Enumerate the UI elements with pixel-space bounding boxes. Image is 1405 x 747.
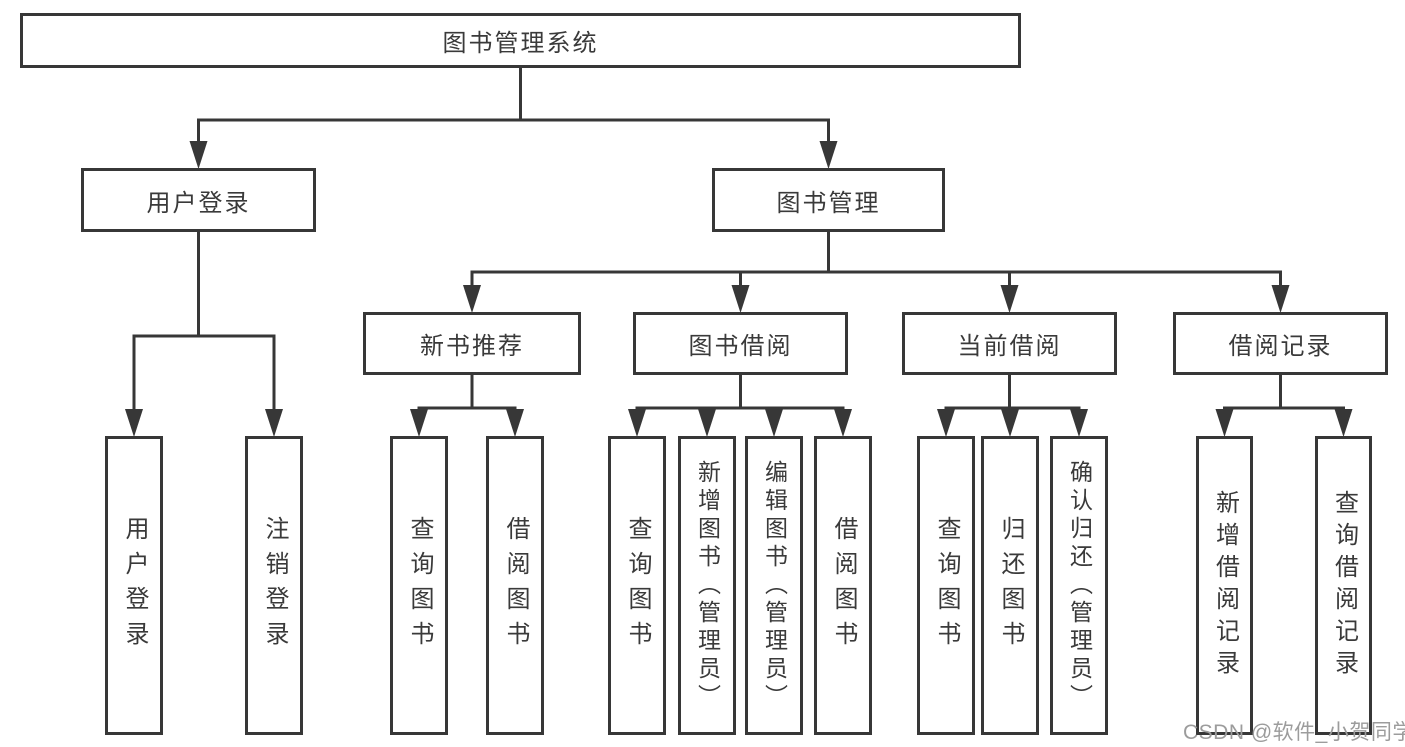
node-new-books: 新书推荐	[363, 312, 581, 375]
node-br-query: 查询借阅记录	[1315, 436, 1372, 735]
node-label-br-query: 查询借阅记录	[1330, 489, 1358, 682]
node-book-borrow: 图书借阅	[633, 312, 848, 375]
node-label-cb-return: 归还图书	[997, 515, 1024, 656]
node-label-br-add: 新增借阅记录	[1211, 489, 1239, 682]
node-ul-login: 用户登录	[105, 436, 163, 735]
node-label-book-mgmt: 图书管理	[776, 189, 881, 217]
node-root: 图书管理系统	[20, 13, 1021, 68]
node-nb-query: 查询图书	[390, 436, 448, 735]
node-label-nb-borrow: 借阅图书	[502, 515, 529, 656]
node-cb-query: 查询图书	[917, 436, 975, 735]
node-label-book-borrow: 图书借阅	[688, 333, 793, 360]
node-label-ul-logout: 注销登录	[261, 515, 288, 656]
node-label-bb-borrow: 借阅图书	[830, 515, 857, 656]
node-label-ul-login: 用户登录	[121, 515, 148, 656]
node-current-borrow: 当前借阅	[902, 312, 1117, 375]
node-br-add: 新增借阅记录	[1196, 436, 1253, 735]
node-cb-return: 归还图书	[981, 436, 1039, 735]
node-bb-query: 查询图书	[608, 436, 666, 735]
node-label-nb-query: 查询图书	[406, 515, 433, 656]
node-label-current-borrow: 当前借阅	[957, 333, 1062, 360]
node-bb-edit: 编辑图书（管理员）	[745, 436, 803, 735]
node-label-cb-query: 查询图书	[933, 515, 960, 656]
node-nb-borrow: 借阅图书	[486, 436, 544, 735]
node-user-login: 用户登录	[81, 168, 316, 232]
node-label-new-books: 新书推荐	[420, 333, 524, 360]
node-label-bb-add: 新增图书（管理员）	[694, 459, 721, 712]
node-book-mgmt: 图书管理	[712, 168, 945, 232]
node-label-bb-query: 查询图书	[624, 515, 651, 656]
node-borrow-records: 借阅记录	[1173, 312, 1388, 375]
node-label-root: 图书管理系统	[442, 30, 599, 57]
node-ul-logout: 注销登录	[245, 436, 303, 735]
node-cb-confirm: 确认归还（管理员）	[1050, 436, 1108, 735]
node-label-borrow-records: 借阅记录	[1228, 333, 1333, 360]
node-label-cb-confirm: 确认归还（管理员）	[1066, 459, 1093, 712]
node-label-bb-edit: 编辑图书（管理员）	[761, 459, 788, 712]
node-label-user-login: 用户登录	[146, 189, 251, 217]
node-bb-add: 新增图书（管理员）	[678, 436, 736, 735]
watermark-text: CSDN @软件_小贺同学	[1183, 721, 1405, 744]
node-bb-borrow: 借阅图书	[814, 436, 872, 735]
